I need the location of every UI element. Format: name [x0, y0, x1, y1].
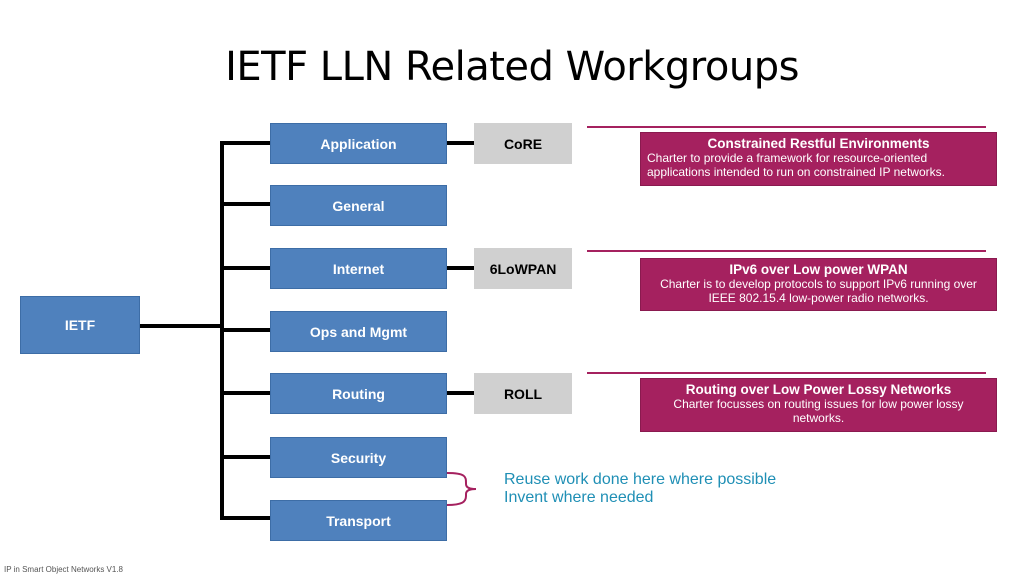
workgroup-core: CoRE: [474, 123, 572, 164]
footer-text: IP in Smart Object Networks V1.8: [4, 565, 124, 574]
6lowpan-description-title: IPv6 over Low power WPAN: [729, 262, 908, 277]
area-general: General: [270, 185, 447, 226]
area-application: Application: [270, 123, 447, 164]
core-description-charter: Charter to provide a framework for resou…: [647, 151, 945, 179]
area-ops-mgmt: Ops and Mgmt: [270, 311, 447, 352]
6lowpan-description: IPv6 over Low power WPAN Charter is to d…: [640, 258, 997, 311]
roll-description: Routing over Low Power Lossy Networks Ch…: [640, 378, 997, 432]
workgroup-roll: ROLL: [474, 373, 572, 414]
core-description: Constrained Restful Environments Charter…: [640, 132, 997, 186]
roll-description-title: Routing over Low Power Lossy Networks: [685, 382, 952, 397]
area-routing: Routing: [270, 373, 447, 414]
reuse-note: Reuse work done here where possible Inve…: [504, 471, 776, 507]
area-transport: Transport: [270, 500, 447, 541]
slide-title: IETF LLN Related Workgroups: [225, 44, 799, 90]
6lowpan-description-charter: Charter is to develop protocols to suppo…: [660, 277, 977, 305]
brace-icon: [446, 472, 477, 506]
reuse-note-line2: Invent where needed: [504, 489, 654, 506]
core-description-title: Constrained Restful Environments: [707, 136, 930, 151]
roll-description-charter: Charter focusses on routing issues for l…: [673, 397, 964, 425]
workgroup-6lowpan: 6LoWPAN: [474, 248, 572, 289]
area-internet: Internet: [270, 248, 447, 289]
reuse-note-line1: Reuse work done here where possible: [504, 471, 777, 488]
area-security: Security: [270, 437, 447, 478]
ietf-root-box: IETF: [20, 296, 140, 354]
